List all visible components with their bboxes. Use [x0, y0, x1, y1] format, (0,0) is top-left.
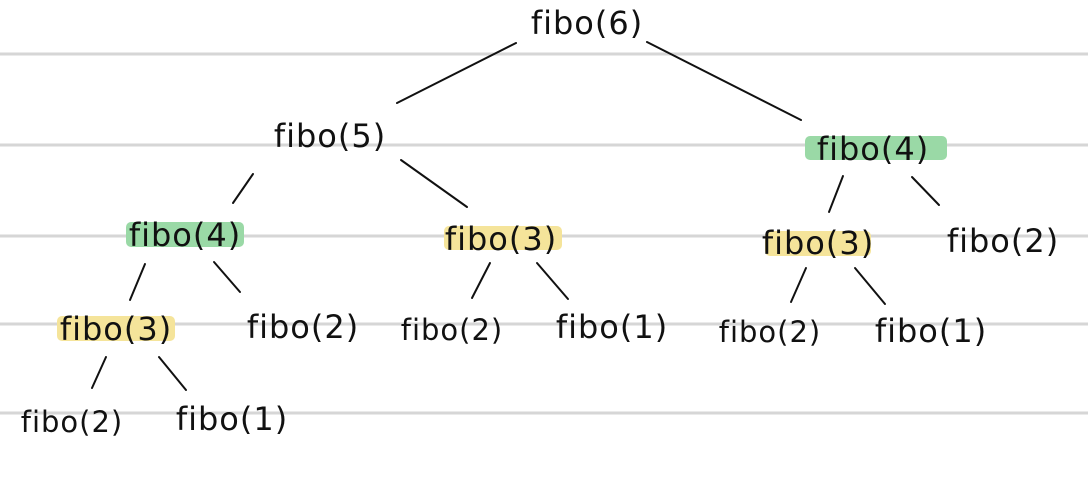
highlights [57, 136, 947, 341]
node-fibo-3-memo: fibo(3) [762, 224, 874, 262]
edge [828, 175, 844, 213]
highlight-yellow [57, 316, 175, 341]
node-fibo-2: fibo(2) [247, 308, 359, 346]
node-fibo-1: fibo(1) [875, 312, 987, 350]
edge [91, 356, 107, 389]
node-fibo-1: fibo(1) [556, 308, 668, 346]
edge [536, 262, 569, 300]
edge [232, 173, 254, 204]
edge [471, 262, 491, 299]
node-fibo-2: fibo(2) [947, 222, 1059, 260]
nodes: fibo(6) fibo(5) fibo(4) fibo(4) fibo(3) … [21, 4, 1059, 439]
highlight-green [805, 136, 947, 160]
node-fibo-3-memo: fibo(3) [445, 220, 557, 258]
node-fibo-2: fibo(2) [719, 315, 822, 349]
node-fibo-4-memo: fibo(4) [129, 216, 241, 254]
edge [790, 267, 807, 303]
node-fibo-2: fibo(2) [401, 313, 504, 347]
edge [400, 159, 468, 208]
edges [91, 41, 940, 391]
node-fibo-6: fibo(6) [531, 4, 643, 42]
edge [396, 42, 517, 104]
highlight-yellow [765, 231, 871, 256]
edge [213, 261, 241, 293]
node-fibo-3-memo: fibo(3) [60, 310, 172, 348]
node-fibo-2: fibo(2) [21, 405, 124, 439]
node-fibo-5: fibo(5) [274, 117, 386, 155]
edge [158, 356, 187, 391]
highlight-green [126, 222, 244, 247]
edge [646, 41, 802, 121]
edge [854, 267, 886, 305]
edge [129, 263, 146, 301]
highlight-yellow [444, 226, 562, 250]
node-fibo-4-memo: fibo(4) [817, 130, 929, 168]
edge [911, 176, 940, 206]
node-fibo-1: fibo(1) [176, 400, 288, 438]
